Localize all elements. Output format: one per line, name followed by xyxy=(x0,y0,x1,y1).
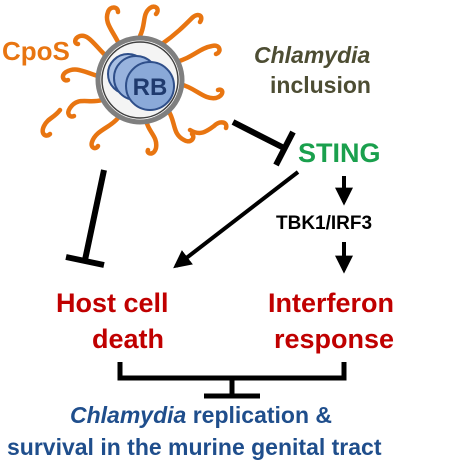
outcome-line1: Chlamydia replication & xyxy=(70,402,332,429)
combined-inhibition-bracket xyxy=(117,362,347,399)
inclusion-label-italic: Chlamydia xyxy=(254,42,371,68)
inclusion-label-word: inclusion xyxy=(270,72,371,98)
host-cell-death-line2: death xyxy=(92,324,165,354)
arrow-sting-hostdeath xyxy=(173,170,300,269)
cpos-label: CpoS xyxy=(2,36,70,66)
host-cell-death-line1: Host cell xyxy=(56,288,169,318)
inhibit-cpos-hostdeath xyxy=(65,169,107,268)
rb-label: RB xyxy=(133,74,168,101)
sting-label: STING xyxy=(298,138,381,168)
outcome-line2: survival in the murine genital tract xyxy=(7,434,382,460)
rb-particle-icon xyxy=(107,53,175,111)
interferon-response-line2: response xyxy=(274,324,395,354)
inhibit-cpos-sting xyxy=(231,119,296,167)
outcome-line1-rest: replication & xyxy=(186,402,333,428)
outcome-italic: Chlamydia xyxy=(70,402,187,428)
cpos-protein-squiggles xyxy=(40,4,229,156)
interferon-response-line1: Interferon xyxy=(268,288,395,318)
tbk-irf3-label: TBK1/IRF3 xyxy=(276,213,373,234)
